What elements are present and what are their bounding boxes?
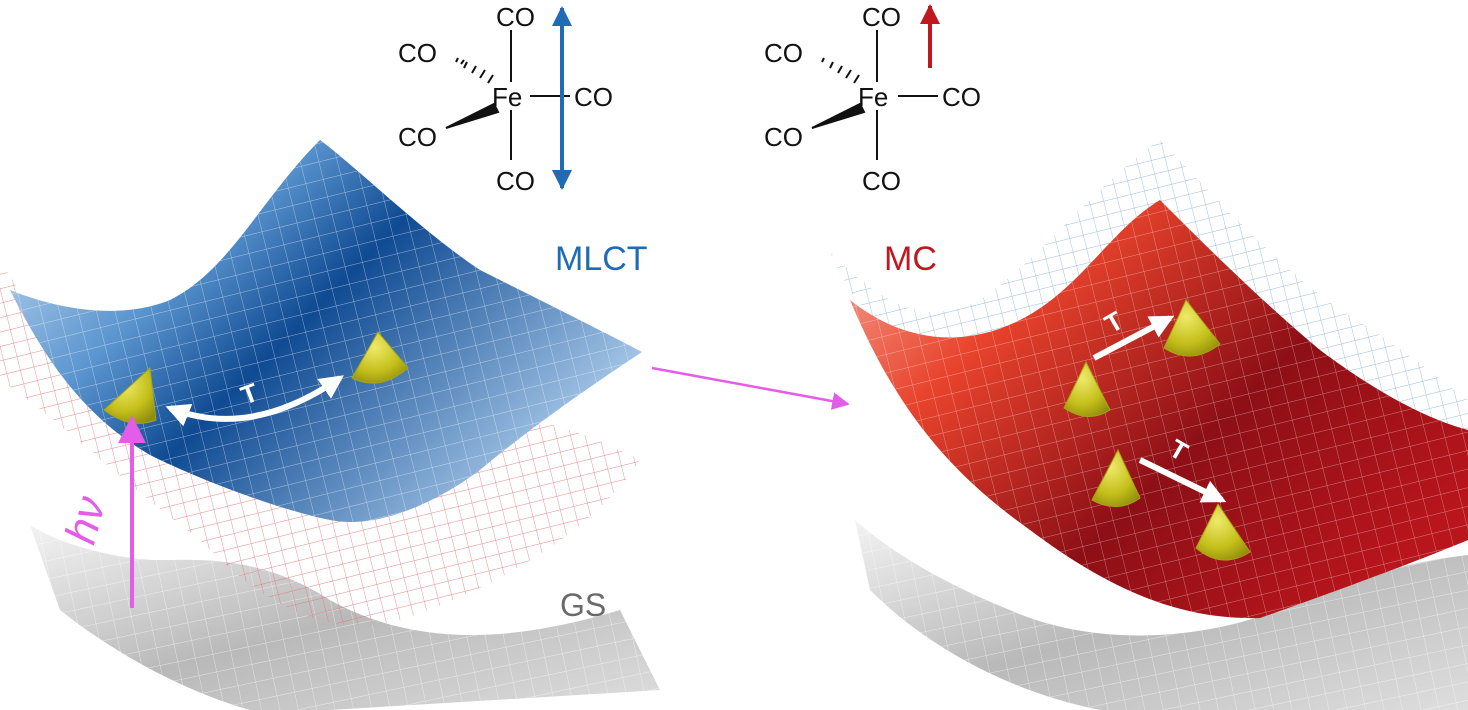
- molecule-right-co-hash: CO: [764, 38, 803, 68]
- left-panel: T hν MLCT GS: [0, 140, 660, 710]
- molecule-left-co-top: CO: [496, 2, 535, 32]
- wavepacket-right-2: [1163, 299, 1221, 357]
- molecule-left-co-hash: CO: [398, 38, 437, 68]
- wavepacket-right-4: [1195, 503, 1251, 561]
- tau-arrow-right-bottom: [1138, 457, 1227, 503]
- molecule-left-co-wedge: CO: [398, 122, 437, 152]
- molecule-right-co-top: CO: [862, 2, 901, 32]
- photon-label: hν: [56, 491, 115, 549]
- mc-surface: [850, 200, 1468, 619]
- wavepacket-right-3: [1091, 448, 1141, 507]
- molecule-right-metal: Fe: [858, 82, 888, 112]
- gs-surface-right: [855, 520, 1468, 710]
- molecule-left-co-bottom: CO: [496, 166, 535, 196]
- wavepacket-right-1: [1063, 360, 1111, 417]
- tau-arrow-right-top: [1092, 315, 1175, 361]
- molecule-right: [811, 30, 938, 160]
- molecule-left: [445, 30, 570, 160]
- molecule-left-metal: Fe: [492, 82, 522, 112]
- right-panel: T T MC: [830, 140, 1468, 710]
- molecule-right-co-right: CO: [942, 82, 981, 112]
- wavepacket-left-2: [351, 331, 409, 384]
- molecule-right-co-wedge: CO: [764, 122, 803, 152]
- gs-label: GS: [560, 587, 606, 623]
- mlct-label: MLCT: [555, 240, 648, 278]
- molecule-left-co-right: CO: [574, 82, 613, 112]
- tau-double-arrow-left: [165, 375, 344, 427]
- molecule-right-co-bottom: CO: [862, 166, 901, 196]
- transfer-arrow: [651, 366, 850, 410]
- mc-label: MC: [884, 240, 937, 278]
- mlct-surface: [10, 140, 642, 522]
